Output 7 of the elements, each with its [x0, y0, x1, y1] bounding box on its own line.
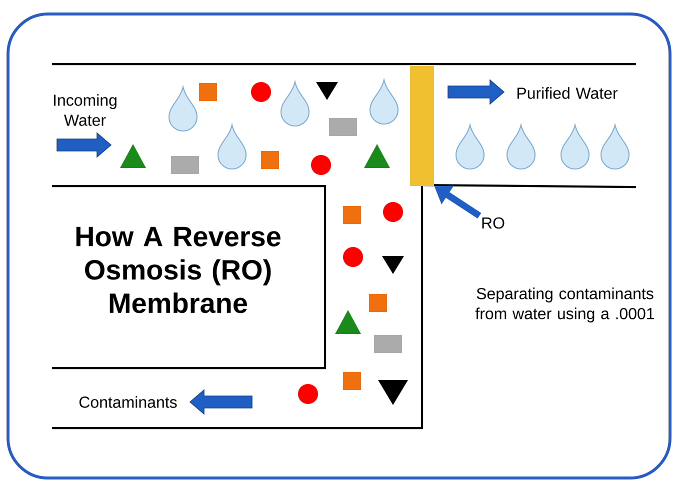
text-label: Incoming Water	[54, 94, 116, 126]
text-label: Purified Water	[518, 87, 618, 99]
text-label: Contaminants	[79, 396, 177, 408]
node-label: RO	[482, 217, 504, 229]
membrane-bar	[410, 66, 434, 186]
text-label: Separating contaminants from water using a .0001	[475, 288, 654, 322]
title: How A Reverse Osmosis (RO) Membrane	[76, 226, 280, 314]
